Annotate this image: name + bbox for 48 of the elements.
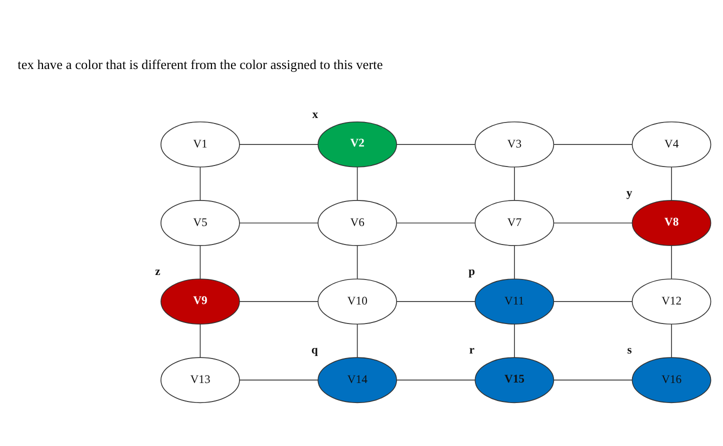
node-ellipse: V2	[318, 121, 398, 168]
connector	[514, 166, 515, 201]
connector	[554, 380, 632, 381]
connector	[514, 245, 515, 280]
connector	[239, 144, 318, 145]
connector	[396, 301, 476, 302]
node-label: p	[468, 264, 475, 278]
connector	[396, 222, 476, 224]
connector	[671, 245, 672, 280]
connector	[671, 324, 672, 358]
node-ellipse: V4	[632, 121, 712, 168]
node-label: y	[626, 186, 632, 200]
connector	[514, 324, 515, 358]
connector	[356, 166, 358, 201]
connector	[356, 245, 358, 280]
node-ellipse: V1	[160, 121, 240, 168]
node-ellipse: V16	[632, 357, 712, 404]
connector	[356, 324, 358, 358]
node-ellipse: V11	[474, 278, 554, 325]
node-ellipse: V13	[160, 357, 240, 404]
connector	[396, 144, 476, 145]
connector	[554, 301, 632, 302]
node-label: s	[627, 344, 632, 357]
node-ellipse: V9	[160, 278, 240, 325]
connector	[200, 245, 201, 280]
node-ellipse: V10	[318, 278, 398, 325]
node-label: q	[311, 344, 318, 357]
connector	[671, 166, 672, 201]
node-ellipse: V12	[632, 278, 712, 325]
connector	[200, 324, 201, 358]
node-ellipse: V15	[474, 357, 554, 404]
connector	[239, 380, 318, 381]
connector	[200, 166, 201, 201]
connector	[239, 222, 318, 224]
connector	[396, 380, 476, 381]
connector	[554, 144, 632, 145]
node-ellipse: V8	[632, 200, 712, 246]
node-ellipse: V7	[474, 200, 554, 246]
node-ellipse: V3	[474, 121, 554, 168]
node-ellipse: V5	[160, 200, 240, 246]
connector	[239, 301, 318, 302]
connector	[554, 222, 632, 224]
node-ellipse: V6	[318, 200, 398, 246]
node-label: z	[155, 264, 160, 278]
label: tex have a color that is different from the color assigned to this verte	[18, 57, 383, 72]
node-ellipse: V14	[318, 357, 398, 404]
node-label: r	[469, 344, 474, 357]
node-label: x	[312, 108, 318, 121]
